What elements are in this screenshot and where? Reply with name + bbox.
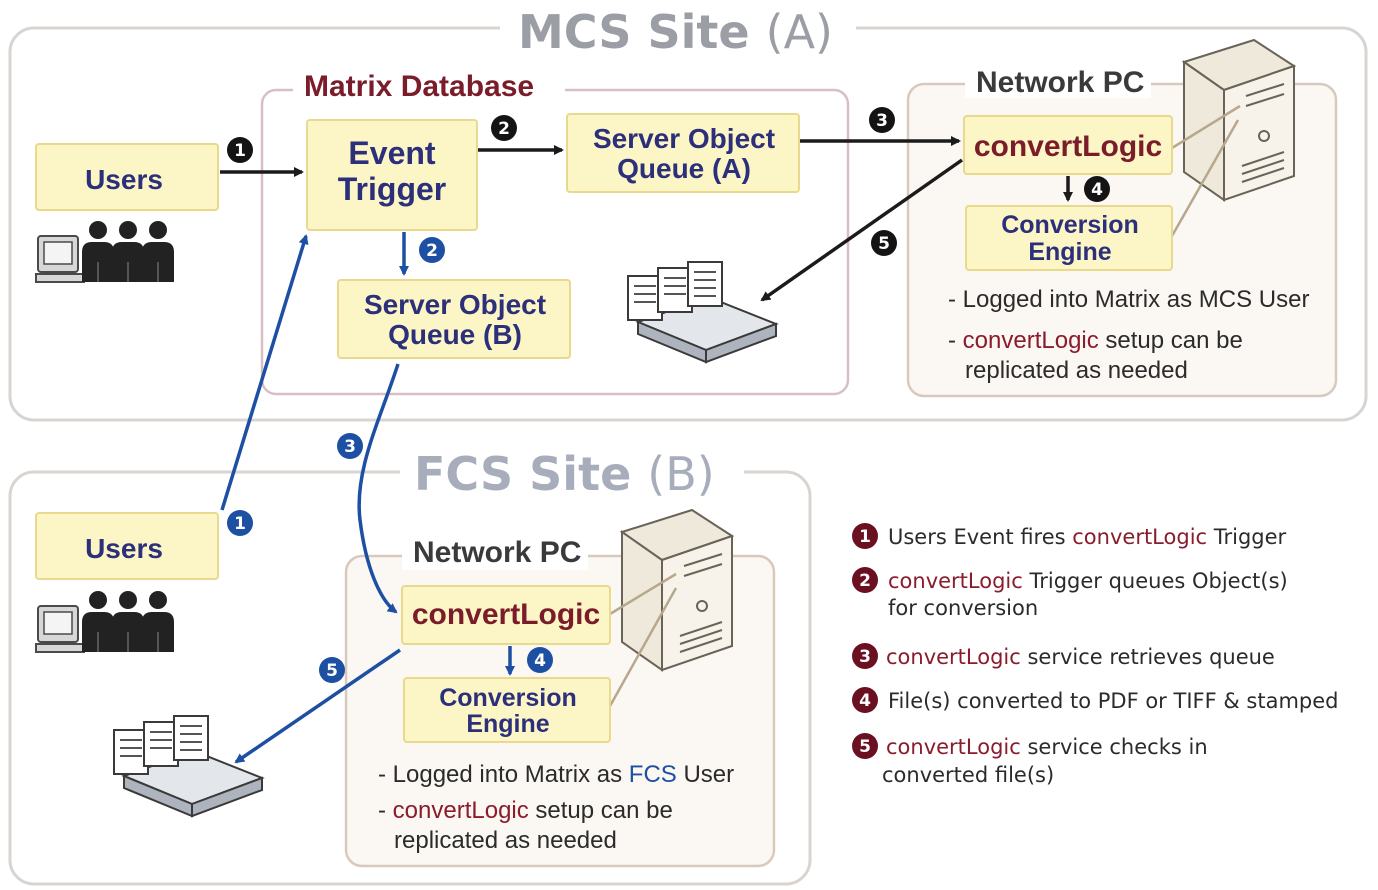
queue-b-line1: Server Object — [364, 289, 546, 320]
legend-text-4: File(s) converted to PDF or TIFF & stamp… — [888, 689, 1338, 713]
mcs-engine-line2: Engine — [1028, 238, 1111, 266]
fcs-conversion-engine-box[interactable] — [403, 677, 611, 743]
documents-drive-icon — [627, 261, 777, 363]
mcs-note-logged-in: - Logged into Matrix as MCS User — [948, 286, 1309, 313]
queue-b-line2: Queue (B) — [388, 319, 522, 350]
legend-number-4: 4 — [852, 687, 878, 713]
fcs-engine-line1: Conversion — [439, 684, 577, 712]
event-trigger-line2: Trigger — [338, 171, 446, 207]
fcs-arrow-logic-to-docs — [234, 648, 401, 764]
step-4-badge: 4 — [527, 647, 553, 673]
step-1-badge: 1 — [227, 510, 253, 536]
mcs-users-box[interactable] — [35, 143, 219, 211]
mcs-engine-line1: Conversion — [1001, 211, 1139, 239]
legend-text-3: convertLogic service retrieves queue — [886, 645, 1275, 669]
mcs-arrow-logic-to-docs — [760, 158, 964, 302]
mcs-site-title: MCS Site (A) — [518, 5, 833, 59]
step-4-badge: 4 — [1084, 176, 1110, 202]
queue-a-line2: Queue (A) — [617, 153, 751, 184]
fcs-arrow-users-to-trigger — [220, 234, 309, 511]
fcs-engine-line2: Engine — [466, 710, 549, 738]
users-group-icon — [35, 590, 175, 653]
mcs-note-setup: - convertLogic setup can be — [948, 327, 1243, 354]
mcs-users-label: Users — [85, 164, 163, 195]
server-link-line — [608, 587, 678, 707]
legend-item: 1 Users Event fires convertLogic Trigger — [852, 523, 1287, 549]
server-object-queue-a-box[interactable] — [566, 113, 800, 193]
svg-text:4: 4 — [859, 691, 871, 711]
fcs-users-label: Users — [85, 533, 163, 564]
server-object-queue-b-box[interactable] — [337, 279, 571, 359]
step-5-badge: 5 — [319, 657, 345, 683]
svg-text:2: 2 — [426, 241, 438, 261]
server-tower-icon — [1183, 39, 1295, 201]
step-3-badge: 3 — [869, 107, 895, 133]
svg-text:5: 5 — [326, 661, 338, 681]
mcs-network-pc-title: Network PC — [976, 66, 1144, 99]
svg-text:5: 5 — [878, 234, 890, 254]
fcs-site-title: FCS Site (B) — [414, 447, 715, 501]
mcs-note-replicated: replicated as needed — [965, 357, 1188, 384]
fcs-network-pc-title: Network PC — [413, 536, 581, 569]
fcs-note-setup: - convertLogic setup can be — [378, 797, 673, 824]
legend-text-2-line2: for conversion — [888, 596, 1038, 620]
queue-a-line1: Server Object — [593, 123, 775, 154]
fcs-note-replicated: replicated as needed — [394, 827, 617, 854]
svg-text:3: 3 — [859, 647, 871, 667]
step-5-badge: 5 — [871, 230, 897, 256]
svg-text:3: 3 — [344, 437, 356, 457]
fcs-note-logged-in: - Logged into Matrix as FCS User — [378, 761, 734, 788]
legend-number-2: 2 — [852, 567, 878, 593]
documents-drive-icon — [113, 715, 263, 817]
fcs-convertlogic-box[interactable] — [401, 585, 611, 645]
legend-item: 3 convertLogic service retrieves queue — [852, 643, 1275, 669]
users-group-icon — [35, 220, 175, 283]
legend-number-3: 3 — [852, 643, 878, 669]
legend-item: 2 convertLogic Trigger queues Object(s) … — [852, 567, 1288, 620]
svg-text:2: 2 — [859, 571, 871, 591]
event-trigger-box[interactable] — [306, 119, 478, 231]
mcs-convertlogic-label: convertLogic — [974, 130, 1162, 163]
server-tower-icon — [621, 509, 733, 671]
legend: 1 Users Event fires convertLogic Trigger… — [852, 523, 1338, 787]
mcs-conversion-engine-box[interactable] — [965, 205, 1173, 271]
svg-text:3: 3 — [876, 111, 888, 131]
svg-text:1: 1 — [234, 141, 246, 161]
legend-number-5: 5 — [852, 733, 878, 759]
svg-text:1: 1 — [859, 527, 871, 547]
svg-text:1: 1 — [234, 514, 246, 534]
svg-text:4: 4 — [534, 651, 546, 671]
step-2-badge: 2 — [419, 237, 445, 263]
legend-item: 4 File(s) converted to PDF or TIFF & sta… — [852, 687, 1338, 713]
server-link-line — [609, 572, 677, 616]
fcs-arrow-queue-b-to-convertlogic — [357, 363, 400, 614]
svg-text:5: 5 — [859, 737, 871, 757]
legend-text-2: convertLogic Trigger queues Object(s) — [888, 569, 1288, 593]
server-link-line — [1170, 119, 1240, 237]
server-link-line — [1171, 104, 1241, 150]
legend-text-1: Users Event fires convertLogic Trigger — [888, 525, 1287, 549]
svg-text:4: 4 — [1091, 180, 1103, 200]
svg-text:2: 2 — [498, 119, 510, 139]
step-3-badge: 3 — [337, 433, 363, 459]
fcs-convertlogic-label: convertLogic — [412, 598, 600, 631]
legend-text-5: convertLogic service checks in — [886, 735, 1208, 759]
step-2-badge: 2 — [491, 115, 517, 141]
legend-item: 5 convertLogic service checks in convert… — [852, 733, 1208, 787]
fcs-users-box[interactable] — [35, 512, 219, 580]
matrix-database-title: Matrix Database — [304, 70, 534, 103]
event-trigger-line1: Event — [348, 135, 435, 171]
legend-number-1: 1 — [852, 523, 878, 549]
legend-text-5-line2: converted file(s) — [882, 763, 1054, 787]
step-1-badge: 1 — [227, 137, 253, 163]
mcs-convertlogic-box[interactable] — [963, 115, 1173, 175]
